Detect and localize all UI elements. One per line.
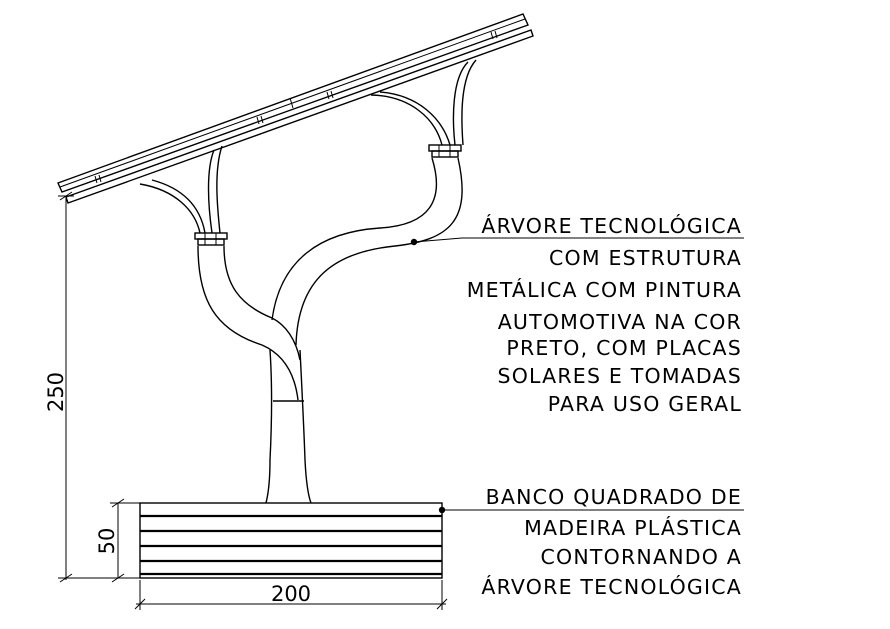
bench-label: BANCO QUADRADO DE MADEIRA PLÁSTICA CONTO… <box>481 485 742 599</box>
solar-panel <box>57 13 534 204</box>
bench-label-line-3: CONTORNANDO A <box>541 545 742 569</box>
dimension-200-label: 200 <box>271 582 311 606</box>
support-arms <box>139 59 477 234</box>
tree-label: ÁRVORE TECNOLÓGICA COM ESTRUTURA METÁLIC… <box>467 213 743 416</box>
dimension-height-total: 250 <box>44 191 140 583</box>
tree-label-line-3: METÁLICA COM PINTURA <box>467 277 742 302</box>
bench-label-line-1: BANCO QUADRADO DE <box>486 485 742 509</box>
tree-label-line-5: PRETO, COM PLACAS <box>506 336 742 360</box>
dimension-height-bench: 50 <box>95 498 140 583</box>
tree-label-line-7: PARA USO GERAL <box>548 392 742 416</box>
tree-label-line-6: SOLARES E TOMADAS <box>498 364 743 388</box>
leader-bench <box>438 506 744 514</box>
leader-tree <box>410 237 744 246</box>
tree-label-line-1: ÁRVORE TECNOLÓGICA <box>481 213 742 238</box>
arm-clamps <box>194 144 462 246</box>
bench <box>139 502 443 579</box>
tree-trunk <box>197 157 463 504</box>
dimension-50-label: 50 <box>95 528 119 555</box>
dimension-250-label: 250 <box>44 372 68 412</box>
dimension-width-bench: 200 <box>134 580 448 610</box>
bench-label-line-2: MADEIRA PLÁSTICA <box>524 515 742 540</box>
tree-label-line-4: AUTOMOTIVA NA COR <box>498 310 742 334</box>
tree-label-line-2: COM ESTRUTURA <box>549 246 742 270</box>
bench-label-line-4: ÁRVORE TECNOLÓGICA <box>481 574 742 599</box>
